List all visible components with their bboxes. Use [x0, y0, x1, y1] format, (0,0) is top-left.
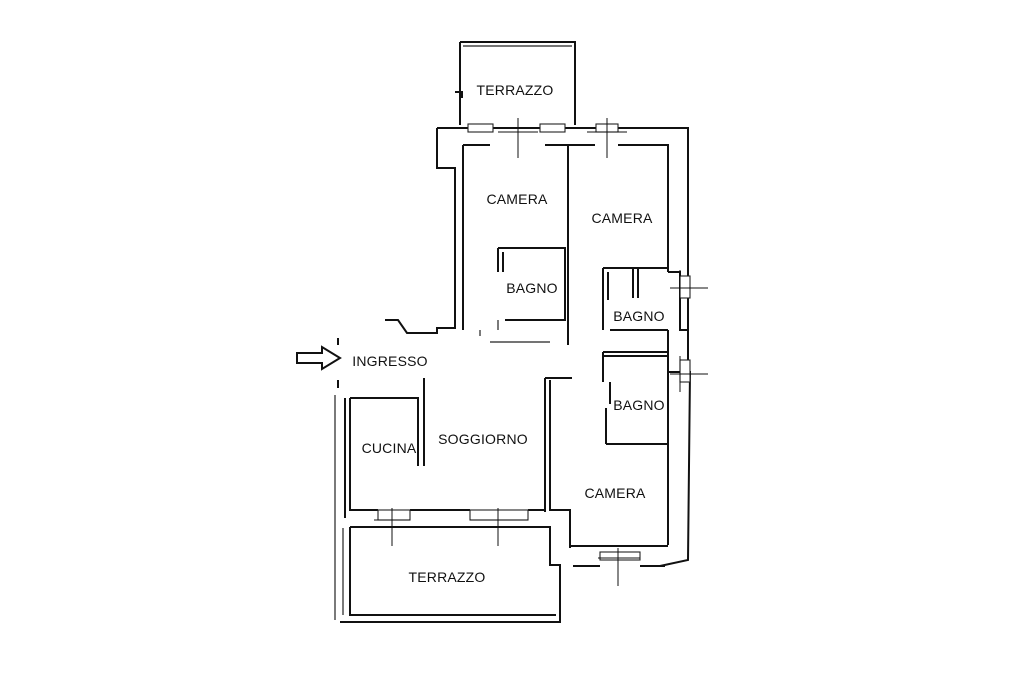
- exterior-walls: [334, 41, 692, 623]
- room-label-bagno-3: BAGNO: [613, 397, 665, 413]
- room-label-camera-2: CAMERA: [591, 210, 653, 226]
- room-label-ingresso: INGRESSO: [352, 353, 428, 369]
- room-label-camera-3: CAMERA: [584, 485, 646, 501]
- room-label-bagno-1: BAGNO: [506, 280, 558, 296]
- room-label-cucina: CUCINA: [361, 440, 417, 456]
- interior-walls: [479, 145, 668, 445]
- room-label-soggiorno: SOGGIORNO: [438, 431, 528, 447]
- windows: [374, 118, 708, 586]
- entrance-arrow-icon: [296, 345, 342, 371]
- room-label-terrazzo-bottom: TERRAZZO: [408, 569, 486, 585]
- room-label-bagno-2: BAGNO: [613, 308, 665, 324]
- room-label-camera-1: CAMERA: [486, 191, 548, 207]
- room-label-terrazzo-top: TERRAZZO: [476, 82, 554, 98]
